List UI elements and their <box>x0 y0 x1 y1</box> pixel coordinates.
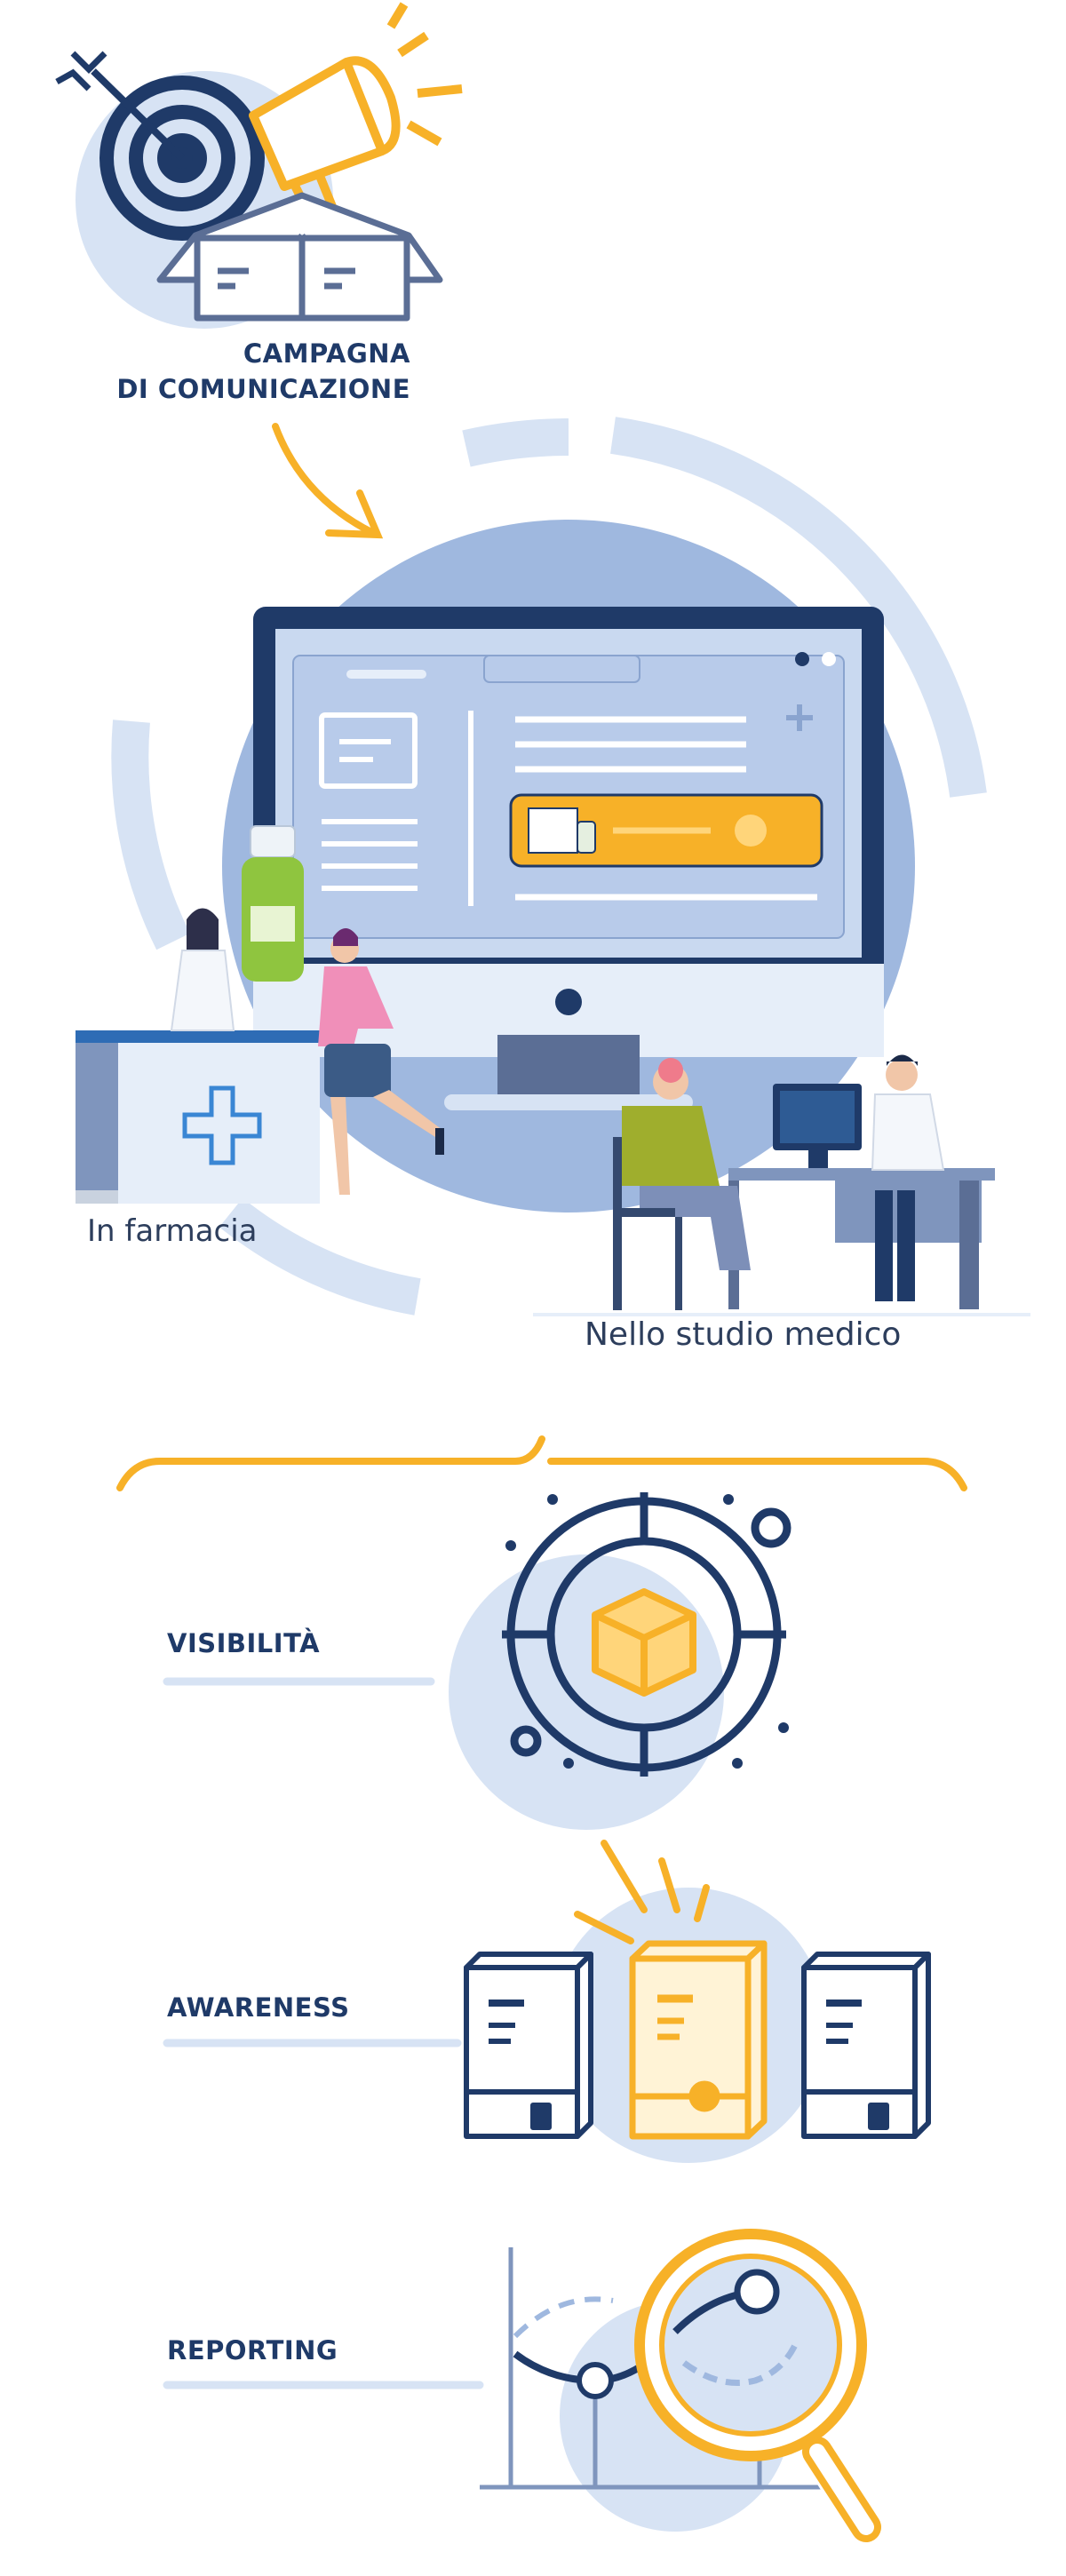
megaphone-icon <box>249 2 463 222</box>
pharmacy-counter-icon <box>76 1030 320 1204</box>
cube-icon <box>592 1588 696 1697</box>
magnifier-icon <box>634 2229 884 2545</box>
campaign-icon <box>55 2 463 329</box>
reporting-label: REPORTING <box>167 2335 338 2365</box>
divider-right <box>547 1458 967 1491</box>
doctor-office-label: Nello studio medico <box>585 1316 902 1353</box>
pharmacy-label: In farmacia <box>87 1213 258 1249</box>
medicine-bottle-icon <box>242 825 304 982</box>
divider-left <box>116 1435 545 1491</box>
product-boxes-icon <box>464 1840 931 2163</box>
visibility-label: VISIBILITÀ <box>167 1628 321 1658</box>
doctor-desk-icon <box>613 1054 995 1310</box>
target-icon <box>55 51 265 241</box>
campaign-title-line2: DI COMUNICAZIONE <box>116 374 410 404</box>
monitor-icon <box>253 607 884 1110</box>
awareness-label: AWARENESS <box>167 1992 350 2023</box>
ring-segments <box>111 417 987 1316</box>
box-icon <box>156 192 443 322</box>
campaign-title: CAMPAGNA DI COMUNICAZIONE <box>2 336 410 407</box>
campaign-title-line1: CAMPAGNA <box>243 338 410 369</box>
arrow-icon <box>272 423 384 539</box>
customer-figure <box>318 928 444 1195</box>
pharmacist-figure <box>170 908 235 1031</box>
